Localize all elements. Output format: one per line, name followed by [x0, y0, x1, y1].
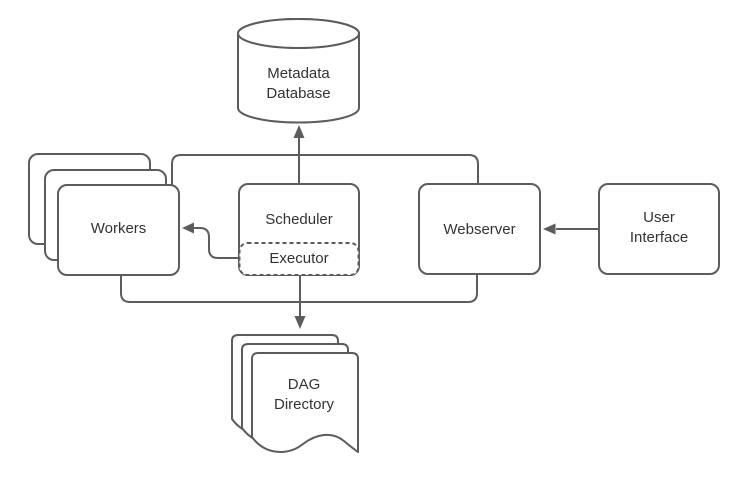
arrow-left-icon — [182, 222, 194, 234]
scheduler-label: Scheduler — [265, 211, 333, 228]
user-interface-label-line2: Interface — [630, 229, 688, 246]
node-user-interface: User Interface — [598, 183, 720, 275]
workers-box-front — [57, 184, 180, 276]
db-connector — [171, 125, 479, 185]
user-interface-to-webserver-arrow — [543, 223, 599, 235]
db-connector-trunk — [171, 154, 479, 185]
node-scheduler: Scheduler Executor — [238, 183, 360, 276]
executor-label: Executor — [269, 250, 328, 267]
metadata-database-label-line1: Metadata — [267, 65, 330, 82]
node-webserver: Webserver — [418, 183, 541, 275]
workers-label: Workers — [91, 220, 147, 237]
arrow-left-icon — [543, 223, 556, 235]
dag-directory-label-line1: DAG — [288, 376, 321, 393]
user-interface-box — [598, 183, 720, 275]
node-dag-directory: DAG Directory — [231, 334, 359, 453]
arrow-up-icon — [293, 125, 305, 138]
node-metadata-database: Metadata Database — [237, 18, 360, 124]
dag-directory-label-line2: Directory — [274, 396, 335, 413]
metadata-database-label-line2: Database — [266, 85, 330, 102]
node-workers: Workers — [28, 153, 180, 276]
executor-to-workers-arrow — [182, 222, 239, 259]
executor-to-workers-line — [194, 227, 239, 259]
database-cylinder-top — [237, 18, 360, 49]
dag-document-front — [251, 352, 359, 453]
user-interface-label-line1: User — [643, 209, 675, 226]
arrow-down-icon — [294, 316, 306, 329]
webserver-box — [418, 183, 541, 275]
dag-connector — [120, 274, 478, 329]
executor-box — [238, 242, 360, 276]
webserver-label: Webserver — [443, 221, 515, 238]
